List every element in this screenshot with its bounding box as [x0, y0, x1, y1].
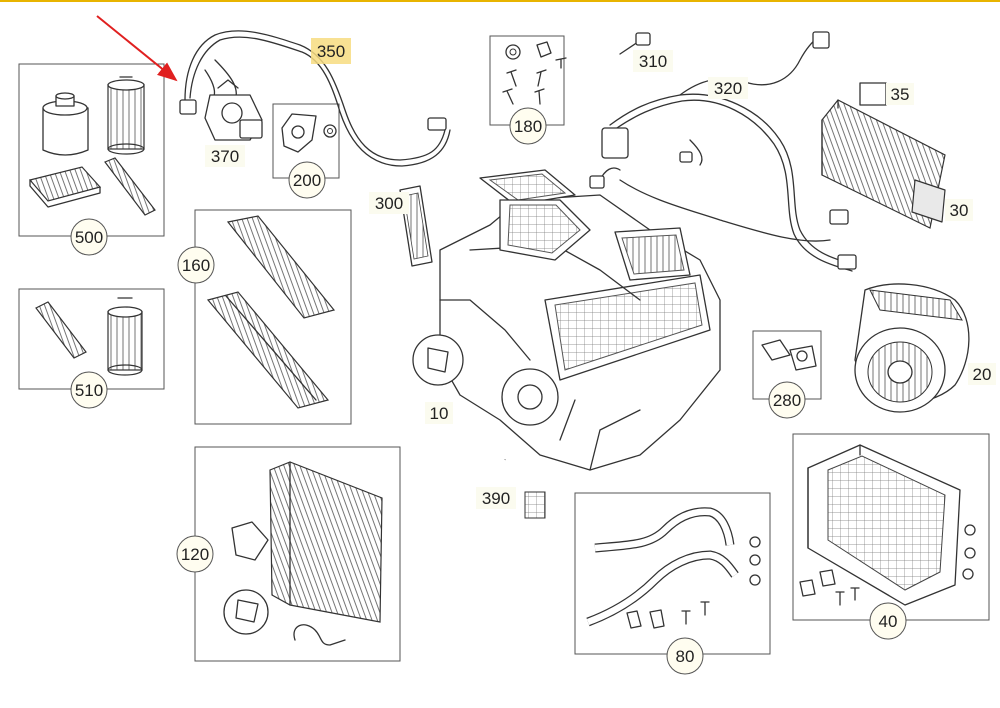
label-10[interactable]: 10	[425, 402, 453, 424]
callout-label-510: 510	[75, 381, 103, 400]
part-500-drawing	[28, 76, 156, 216]
label-370[interactable]: 370	[205, 145, 245, 167]
part-20-drawing	[854, 283, 970, 413]
label-text-20: 20	[973, 365, 992, 384]
callout-500[interactable]: 500	[70, 218, 108, 256]
label-300[interactable]: 300	[369, 192, 409, 214]
callout-label-200: 200	[293, 171, 321, 190]
label-390[interactable]: 390	[476, 487, 516, 509]
label-310[interactable]: 310	[633, 50, 673, 72]
callout-label-160: 160	[182, 256, 210, 275]
label-text-390: 390	[482, 489, 510, 508]
label-35[interactable]: 35	[886, 83, 914, 105]
part-120-drawing	[223, 461, 383, 646]
part-200-drawing	[281, 113, 337, 153]
part-320-harness-drawing	[589, 31, 857, 272]
callout-120[interactable]: 120	[176, 535, 214, 573]
pointer-arrow	[96, 15, 178, 82]
label-text-30: 30	[950, 201, 969, 220]
callout-label-80: 80	[676, 647, 695, 666]
callout-label-500: 500	[75, 228, 103, 247]
part-30-drawing	[821, 99, 946, 229]
part-40-drawing	[799, 444, 976, 606]
label-text-10: 10	[430, 404, 449, 423]
part-160-drawing	[206, 215, 336, 409]
label-text-300: 300	[375, 194, 403, 213]
callout-label-40: 40	[879, 612, 898, 631]
part-10-hvac-housing-drawing	[412, 169, 721, 471]
label-text-35: 35	[891, 85, 910, 104]
box-80	[574, 492, 771, 655]
callout-label-180: 180	[514, 117, 542, 136]
callout-200[interactable]: 200	[288, 161, 326, 199]
callout-80[interactable]: 80	[666, 637, 704, 675]
callout-label-120: 120	[181, 545, 209, 564]
callout-510[interactable]: 510	[70, 371, 108, 409]
label-text-350: 350	[317, 42, 345, 61]
callout-180[interactable]: 180	[509, 107, 547, 145]
callout-280[interactable]: 280	[768, 381, 806, 419]
part-35-drawing	[859, 82, 887, 106]
label-30[interactable]: 30	[945, 199, 973, 221]
part-180-drawing	[502, 41, 567, 105]
box-160	[194, 209, 352, 425]
part-280-drawing	[761, 339, 817, 371]
callout-160[interactable]: 160	[177, 246, 215, 284]
label-text-320: 320	[714, 79, 742, 98]
label-20[interactable]: 20	[968, 363, 996, 385]
part-390-drawing	[502, 459, 546, 519]
part-370-drawing	[204, 79, 263, 141]
part-510-drawing	[35, 297, 143, 376]
callout-label-280: 280	[773, 391, 801, 410]
callout-40[interactable]: 40	[869, 602, 907, 640]
part-80-drawing	[586, 507, 761, 629]
part-310-drawing	[619, 32, 651, 55]
label-text-370: 370	[211, 147, 239, 166]
label-350[interactable]: 350	[311, 38, 351, 64]
label-320[interactable]: 320	[708, 77, 748, 99]
top-accent-border	[0, 0, 1000, 2]
label-text-310: 310	[639, 52, 667, 71]
